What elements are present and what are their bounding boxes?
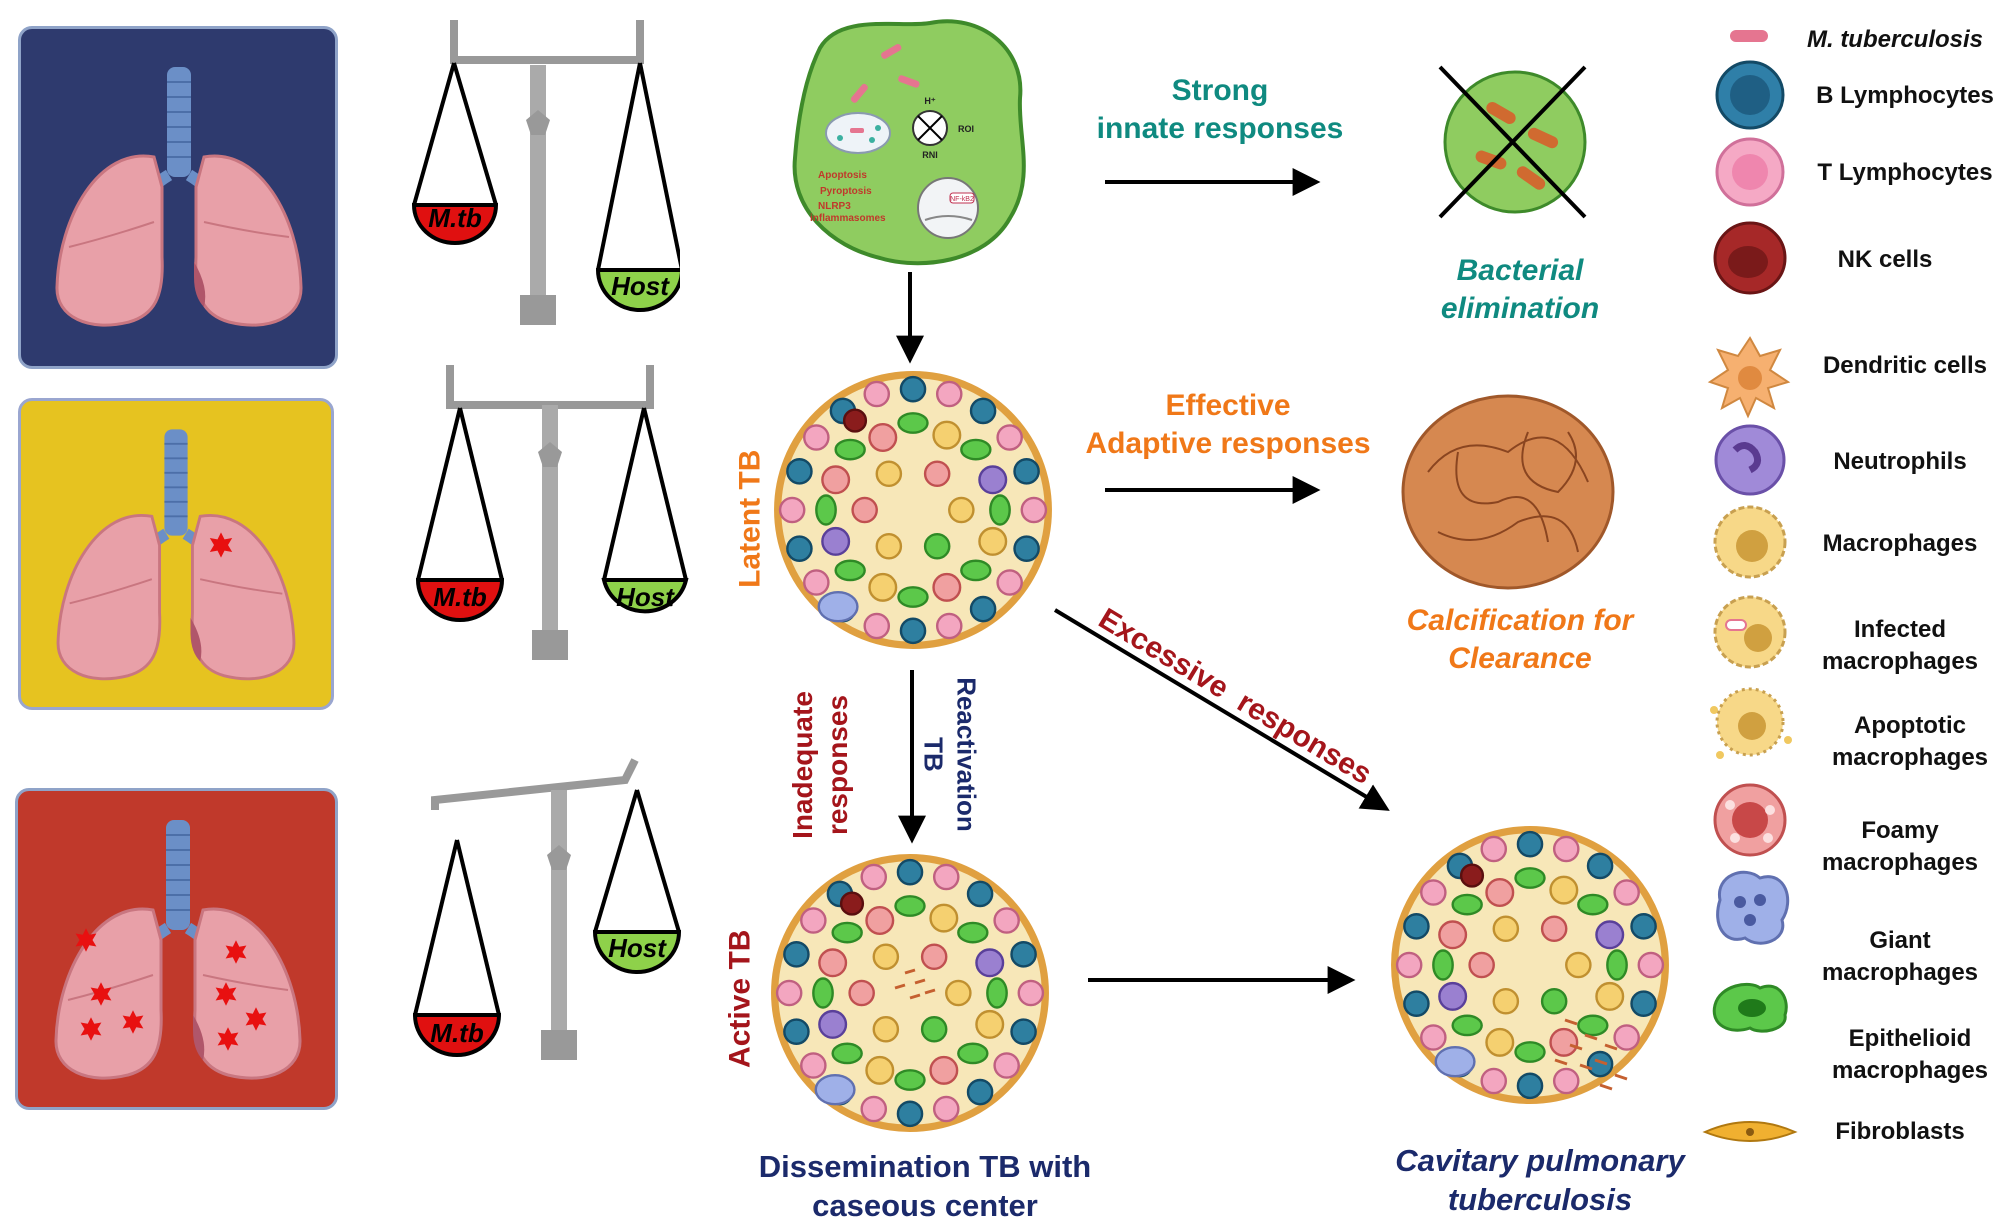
t-lymphocyte-icon [1715, 137, 1785, 207]
legend-infected-macrophages-label: Infected macrophages [1800, 614, 2000, 679]
legend-fibroblasts-label: Fibroblasts [1835, 1118, 1965, 1145]
reactivation-line: Reactivation [951, 677, 982, 832]
cavitary-tuberculosis-label: Cavitary pulmonary tuberculosis [1370, 1142, 1710, 1220]
tuberculosis-line: tuberculosis [1447, 1181, 1633, 1217]
active-tb-label: Active TB [723, 929, 757, 1068]
legend-nk-cells-label: NK cells [1837, 246, 1933, 273]
lesion-icon [207, 531, 235, 559]
innate-responses-line: innate responses [1096, 111, 1344, 145]
healthy-lungs-icon [29, 37, 329, 357]
bacterial-elimination-label: Bacterial elimination [1380, 252, 1660, 327]
apoptotic-line: Apoptotic macrophages [1831, 712, 1989, 772]
active-lung-panel [15, 788, 338, 1110]
host-weight-label: Host [616, 582, 675, 612]
caseous-center-line: caseous center [812, 1187, 1038, 1223]
host-weight-label: Host [611, 271, 670, 301]
calcified-granuloma-icon [1401, 394, 1615, 590]
foamy-line: Foamy macrophages [1821, 817, 1979, 877]
balance-scale-active: M.tb Host [412, 758, 682, 1060]
mtb-bacillus-icon [1730, 30, 1768, 42]
reactivation-tb-label: Reactivation TB [918, 665, 983, 845]
balance-scale-latent: M.tb Host [415, 365, 689, 660]
cavitary-granuloma [1385, 820, 1675, 1110]
adaptive-responses-line: Adaptive responses [1085, 426, 1371, 460]
infected-macrophage-illustration: H⁺ ROI RNI Apoptosis Pyroptosis NLRP3 in… [792, 19, 1026, 266]
lesion-icon [215, 1026, 241, 1052]
b-lymphocyte-icon [1715, 60, 1785, 130]
calcification-line: Calcification for [1406, 604, 1634, 637]
macrophage-icon [1713, 505, 1787, 579]
cavitary-line: Cavitary pulmonary [1395, 1143, 1685, 1178]
lesion-icon [213, 981, 239, 1007]
bacterial-line: Bacterial [1456, 254, 1584, 287]
legend-mtb-label: M. tuberculosis [1806, 26, 1984, 53]
rni-label: RNI [922, 150, 938, 160]
legend-apoptotic-macrophages-label: Apoptotic macrophages [1810, 710, 2010, 775]
balance-scale-healthy: M.tb Host [411, 20, 680, 325]
dissemination-line: Dissemination TB with [758, 1149, 1092, 1184]
foamy-macrophage-icon [1713, 783, 1787, 857]
legend-foamy-macrophages-label: Foamy macrophages [1800, 815, 2000, 880]
elimination-line: elimination [1440, 291, 1600, 325]
lesion-icon [78, 1016, 104, 1042]
apoptosis-label: Apoptosis [818, 170, 867, 181]
tb-line: TB [919, 737, 949, 772]
lesion-icon [223, 939, 249, 965]
dendritic-cell-icon [1707, 336, 1791, 419]
latent-lungs-icon [31, 405, 321, 705]
infected-macrophage-icon [1713, 595, 1787, 669]
latent-granuloma [768, 365, 1058, 655]
epithelioid-macrophage-icon [1712, 982, 1788, 1033]
apoptotic-macrophage-icon [1710, 687, 1792, 759]
neutrophil-icon [1714, 424, 1786, 496]
strong-line: Strong [1171, 74, 1269, 107]
strong-innate-responses-label: Strong innate responses [1080, 72, 1360, 147]
inadequate-line: Inadequate [787, 691, 818, 839]
nfkb2-label: NF-kB2 [950, 196, 974, 203]
inadequate-responses-label: Inadequate responses [785, 670, 855, 860]
legend-epithelioid-macrophages-label: Epithelioid macrophages [1810, 1023, 2010, 1088]
epithelioid-line: Epithelioid macrophages [1831, 1025, 1989, 1085]
latent-lung-panel [18, 398, 334, 710]
pyroptosis-label: Pyroptosis [820, 186, 872, 197]
bacterial-elimination-icon [1438, 65, 1587, 219]
calcification-label: Calcification for Clearance [1380, 602, 1660, 677]
legend-dendritic-cells-label: Dendritic cells [1822, 352, 1988, 379]
latent-tb-label: Latent TB [733, 449, 767, 588]
responses-line: responses [822, 694, 853, 836]
lesion-icon [120, 1009, 146, 1035]
roi-label: ROI [958, 124, 974, 134]
effective-line: Effective [1165, 389, 1291, 422]
infected-line: Infected macrophages [1821, 616, 1979, 676]
healthy-lung-panel [18, 26, 338, 369]
dissemination-tb-label: Dissemination TB with caseous center [735, 1148, 1115, 1226]
inflammasomes-label: inflammasomes [810, 213, 886, 224]
h-plus-label: H⁺ [924, 96, 935, 106]
lesion-icon [243, 1006, 269, 1032]
mtb-weight-label: M.tb [433, 582, 487, 612]
legend-t-lymphocytes-label: T Lymphocytes [1817, 159, 1993, 186]
active-granuloma [765, 848, 1055, 1138]
nlrp3-label: NLRP3 [818, 201, 851, 212]
excessive-responses-label: Excessive responses [1092, 602, 1378, 791]
clearance-line: Clearance [1448, 641, 1592, 675]
legend-b-lymphocytes-label: B Lymphocytes [1816, 82, 1994, 109]
mtb-weight-label: M.tb [428, 203, 482, 233]
legend-icons [1702, 30, 1798, 1142]
lesion-icon [73, 927, 99, 953]
lesion-icon [88, 981, 114, 1007]
giant-macrophage-icon [1716, 870, 1790, 945]
legend-neutrophils-label: Neutrophils [1833, 448, 1967, 475]
host-weight-label: Host [608, 933, 667, 963]
mtb-weight-label: M.tb [430, 1018, 484, 1048]
fibroblast-icon [1702, 1121, 1798, 1142]
legend-giant-macrophages-label: Giant macrophages [1800, 925, 2000, 990]
effective-adaptive-responses-label: Effective Adaptive responses [1068, 387, 1388, 462]
nk-cell-icon [1713, 221, 1787, 295]
giant-line: Giant macrophages [1821, 927, 1979, 987]
legend-macrophages-label: Macrophages [1822, 530, 1978, 557]
